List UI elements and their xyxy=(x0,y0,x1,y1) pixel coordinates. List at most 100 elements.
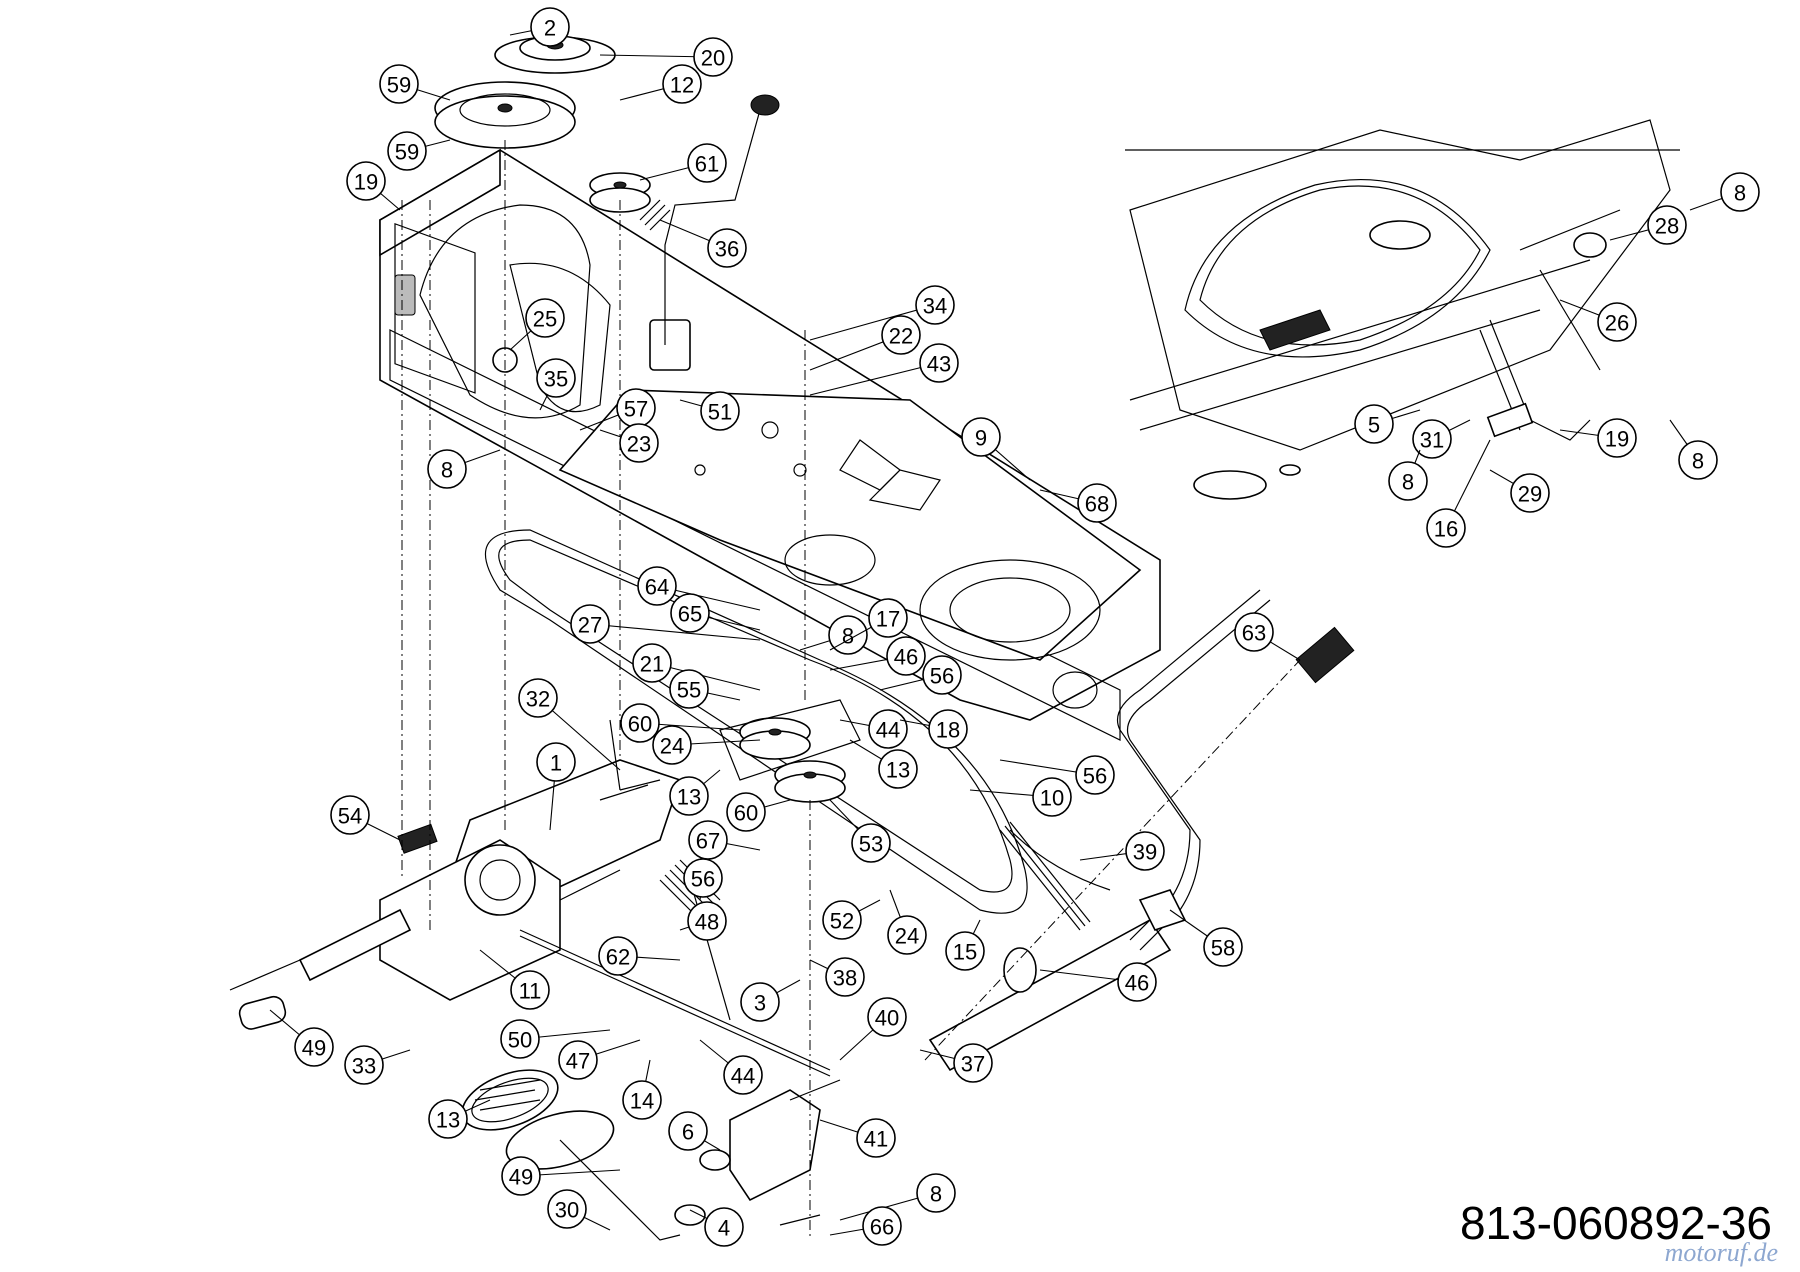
callout-circle xyxy=(346,161,386,201)
callout-circle xyxy=(953,1043,993,1083)
callout-circle xyxy=(518,678,558,718)
callout-60: 60 xyxy=(620,703,660,743)
callout-number: 38 xyxy=(833,966,857,991)
callout-19: 19 xyxy=(1597,418,1637,458)
callout-circle xyxy=(723,1055,763,1095)
callout-number: 47 xyxy=(566,1049,590,1074)
callout-circle xyxy=(867,997,907,1037)
callout-circle xyxy=(1077,483,1117,523)
callout-14: 14 xyxy=(622,1080,662,1120)
motoruf-watermark: motoruf.de xyxy=(1664,1238,1778,1267)
callout-57: 57 xyxy=(616,388,656,428)
callout-circle xyxy=(510,970,550,1010)
callout-38: 38 xyxy=(825,957,865,997)
callout-36: 36 xyxy=(707,228,747,268)
callout-number: 19 xyxy=(1605,427,1629,452)
leader-line xyxy=(809,362,940,396)
callout-number: 49 xyxy=(302,1036,326,1061)
callout-circle xyxy=(670,593,710,633)
inset-view xyxy=(1125,119,1680,500)
document-number: 813-060892-36 xyxy=(1459,1197,1772,1249)
callout-circle xyxy=(704,1207,744,1247)
callout-47: 47 xyxy=(558,1040,598,1080)
callout-circle xyxy=(530,7,570,47)
idler-pulleys xyxy=(719,699,861,803)
callout-number: 56 xyxy=(930,664,954,689)
callout-number: 31 xyxy=(1420,428,1444,453)
callout-circle xyxy=(669,669,709,709)
callout-number: 56 xyxy=(691,867,715,892)
callout-51: 51 xyxy=(700,391,740,431)
callout-number: 60 xyxy=(734,801,758,826)
callout-number: 52 xyxy=(830,909,854,934)
callout-40: 40 xyxy=(867,997,907,1037)
callout-number: 68 xyxy=(1085,492,1109,517)
callout-11: 11 xyxy=(510,970,550,1010)
callout-56: 56 xyxy=(683,858,723,898)
callout-circle xyxy=(1597,302,1637,342)
callout-20: 20 xyxy=(693,37,733,77)
callout-circle xyxy=(868,598,908,638)
callout-25: 25 xyxy=(525,298,565,338)
callout-number: 48 xyxy=(695,910,719,935)
callout-circle xyxy=(547,1189,587,1229)
callout-9: 9 xyxy=(961,417,1001,457)
callout-number: 8 xyxy=(930,1182,942,1207)
callout-number: 11 xyxy=(519,979,542,1004)
callout-circle xyxy=(1117,962,1157,1002)
callout-number: 55 xyxy=(677,678,701,703)
center-lines xyxy=(401,140,1301,1240)
callout-number: 16 xyxy=(1434,517,1458,542)
callout-54: 54 xyxy=(330,795,370,835)
callout-6: 6 xyxy=(668,1111,708,1151)
callout-number: 39 xyxy=(1133,840,1157,865)
callout-number: 43 xyxy=(927,352,951,377)
callout-circle xyxy=(1412,419,1452,459)
callout-68: 68 xyxy=(1077,483,1117,523)
callout-circle xyxy=(536,742,576,782)
shift-rod xyxy=(599,719,661,801)
callout-44: 44 xyxy=(868,709,908,749)
callout-circle xyxy=(598,936,638,976)
callout-circle xyxy=(669,776,709,816)
callout-circle xyxy=(1426,508,1466,548)
callout-circle xyxy=(662,64,702,104)
callout-circle xyxy=(828,615,868,655)
callout-number: 54 xyxy=(338,804,362,829)
callout-circle xyxy=(687,143,727,183)
callout-37: 37 xyxy=(953,1043,993,1083)
callout-circle xyxy=(822,900,862,940)
callout-number: 27 xyxy=(578,613,602,638)
callout-15: 15 xyxy=(945,931,985,971)
callout-number: 46 xyxy=(1125,971,1149,996)
callout-number: 8 xyxy=(842,624,854,649)
callout-circle xyxy=(558,1040,598,1080)
callout-8: 8 xyxy=(1720,172,1760,212)
callout-number: 13 xyxy=(436,1108,460,1133)
callout-number: 15 xyxy=(953,940,977,965)
callout-number: 64 xyxy=(645,575,669,600)
callout-48: 48 xyxy=(687,901,727,941)
callout-number: 12 xyxy=(670,73,694,98)
callout-circle xyxy=(916,1173,956,1213)
callout-64: 64 xyxy=(637,566,677,606)
callout-circle xyxy=(881,315,921,355)
callout-circle xyxy=(637,566,677,606)
callout-circle xyxy=(919,343,959,383)
callout-5: 5 xyxy=(1354,404,1394,444)
callout-circle xyxy=(1032,777,1072,817)
callout-62: 62 xyxy=(598,936,638,976)
callout-12: 12 xyxy=(662,64,702,104)
callout-number: 60 xyxy=(628,712,652,737)
callout-49: 49 xyxy=(501,1156,541,1196)
callout-number: 35 xyxy=(544,367,568,392)
leader-line xyxy=(809,304,936,341)
callout-circle xyxy=(379,64,419,104)
callout-circle xyxy=(825,957,865,997)
callout-number: 1 xyxy=(550,751,562,776)
callout-circle xyxy=(570,604,610,644)
callout-number: 20 xyxy=(701,46,725,71)
callout-circle xyxy=(622,1080,662,1120)
callout-number: 25 xyxy=(533,307,557,332)
